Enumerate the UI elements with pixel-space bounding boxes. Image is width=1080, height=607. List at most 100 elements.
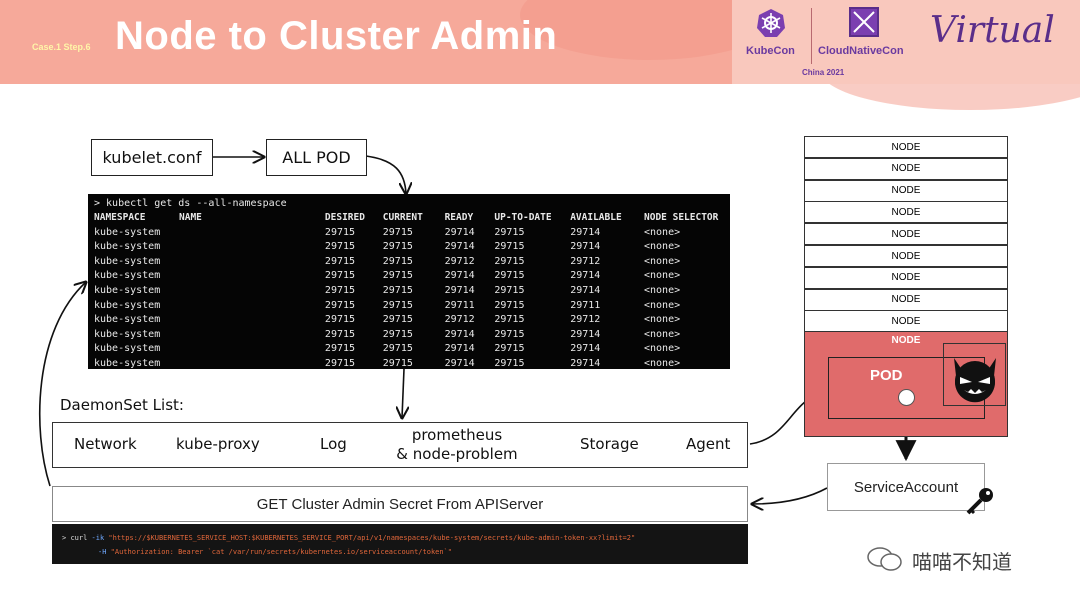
table-cell: 29715 bbox=[494, 314, 525, 326]
daemonset-item-prometheus: prometheus & node-problem bbox=[396, 426, 518, 463]
table-cell: <none> bbox=[644, 226, 681, 238]
daemonset-item-kube-proxy: kube-proxy bbox=[176, 435, 260, 453]
kubernetes-helm-icon bbox=[757, 9, 785, 37]
table-header-cell: DESIRED bbox=[324, 212, 365, 223]
key-icon bbox=[966, 488, 993, 515]
table-cell: 29714 bbox=[444, 343, 475, 355]
watermark-text: 喵喵不知道 bbox=[912, 552, 1012, 574]
logo-panel bbox=[732, 0, 1080, 84]
table-cell-namespace: kube-system bbox=[94, 270, 161, 282]
table-cell: 29715 bbox=[382, 284, 413, 296]
table-cell: <none> bbox=[644, 255, 681, 267]
table-cell: 29714 bbox=[570, 284, 601, 296]
wechat-icon bbox=[867, 547, 902, 571]
table-cell: 29715 bbox=[324, 328, 356, 340]
table-cell: 29712 bbox=[570, 314, 601, 326]
table-cell: 29715 bbox=[324, 226, 356, 238]
table-cell: 29711 bbox=[444, 299, 475, 311]
table-cell: 29715 bbox=[494, 270, 525, 282]
table-cell: <none> bbox=[644, 328, 681, 340]
terminal-command: > kubectl get ds --all-namespace bbox=[94, 198, 287, 209]
table-cell: 29714 bbox=[444, 241, 475, 253]
cloudnativecon-label: CloudNativeCon bbox=[818, 45, 904, 57]
daemonset-list-bar bbox=[52, 422, 748, 468]
daemonset-item-agent: Agent bbox=[686, 435, 731, 453]
table-cell-namespace: kube-system bbox=[94, 299, 161, 311]
table-header-cell: READY bbox=[444, 212, 474, 223]
table-cell: 29715 bbox=[382, 241, 413, 253]
table-cell: 29715 bbox=[324, 343, 356, 355]
table-cell: 29715 bbox=[324, 255, 356, 267]
table-cell: 29712 bbox=[444, 314, 475, 326]
devil-icon bbox=[954, 358, 996, 403]
table-cell: <none> bbox=[644, 299, 681, 311]
table-cell: 29714 bbox=[444, 328, 475, 340]
table-cell-namespace: kube-system bbox=[94, 255, 161, 267]
table-cell: <none> bbox=[644, 241, 681, 253]
table-cell: 29714 bbox=[570, 270, 601, 282]
curl-url: "https://$KUBERNETES_SERVICE_HOST:$KUBER… bbox=[108, 534, 636, 542]
table-cell: 29715 bbox=[382, 357, 413, 369]
table-cell: 29715 bbox=[324, 314, 356, 326]
table-cell-namespace: kube-system bbox=[94, 357, 161, 369]
header-name: NAME bbox=[179, 212, 202, 223]
node-box: NODE bbox=[804, 136, 1008, 158]
service-account-box: ServiceAccount bbox=[827, 463, 985, 511]
table-row: kube-system 29715 29715 29712 29715 29712 <non… bbox=[94, 313, 724, 328]
table-cell-namespace: kube-system bbox=[94, 241, 161, 253]
daemonset-item-network: Network bbox=[74, 435, 137, 453]
get-secret-bar: GET Cluster Admin Secret From APIServer bbox=[52, 486, 748, 522]
table-cell: 29712 bbox=[444, 255, 475, 267]
table-header-cell: UP-TO-DATE bbox=[494, 212, 552, 223]
table-cell: 29712 bbox=[570, 255, 601, 267]
node-box: NODE bbox=[804, 201, 1008, 224]
table-cell: 29714 bbox=[444, 357, 475, 369]
curl-line-2: -H "Authorization: Bearer `cat /var/run/… bbox=[62, 545, 738, 559]
table-cell: <none> bbox=[644, 314, 681, 326]
table-cell: 29715 bbox=[382, 299, 413, 311]
table-cell: 29714 bbox=[444, 284, 475, 296]
table-cell: 29715 bbox=[494, 255, 525, 267]
curl-line-1: > curl -ik "https://$KUBERNETES_SERVICE_… bbox=[62, 531, 738, 545]
node-box: NODE bbox=[804, 288, 1008, 311]
kubecon-label: KubeCon bbox=[746, 45, 795, 57]
table-cell: 29715 bbox=[382, 270, 413, 282]
daemonset-item-log: Log bbox=[320, 435, 347, 453]
virtual-label: Virtual bbox=[930, 10, 1055, 51]
pod-label: POD bbox=[870, 367, 903, 384]
table-cell: 29715 bbox=[382, 314, 413, 326]
table-cell: 29714 bbox=[570, 328, 601, 340]
event-subtitle: China 2021 bbox=[802, 68, 845, 77]
case-tag: Case.1 Step.6 bbox=[32, 42, 91, 52]
table-cell: 29715 bbox=[324, 284, 356, 296]
table-cell: 29714 bbox=[444, 270, 475, 282]
node-box: NODE bbox=[804, 245, 1008, 267]
node-box: NODE bbox=[804, 157, 1008, 180]
node-box: NODE bbox=[804, 310, 1008, 333]
curl-command-box: > curl -ik "https://$KUBERNETES_SERVICE_… bbox=[52, 524, 748, 564]
logo-divider bbox=[811, 8, 812, 64]
table-cell: <none> bbox=[644, 270, 681, 282]
table-cell-namespace: kube-system bbox=[94, 343, 161, 355]
table-header-cell: AVAILABLE bbox=[570, 212, 622, 223]
table-cell: 29714 bbox=[570, 241, 601, 253]
cloudnativecon-logo-icon bbox=[849, 7, 879, 37]
curl-flag: -ik bbox=[91, 534, 105, 542]
table-body: kube-system 29715 29715 29714 29715 29714 <non… bbox=[94, 226, 724, 372]
table-cell: 29715 bbox=[382, 328, 413, 340]
table-cell-namespace: kube-system bbox=[94, 314, 161, 326]
node-box: NODE bbox=[804, 223, 1008, 246]
table-cell: <none> bbox=[644, 343, 681, 355]
table-cell: 29715 bbox=[494, 226, 525, 238]
table-cell: 29715 bbox=[494, 284, 525, 296]
curl-header-value: "Authorization: Bearer `cat /var/run/sec… bbox=[110, 548, 453, 556]
table-cell: 29715 bbox=[382, 343, 413, 355]
